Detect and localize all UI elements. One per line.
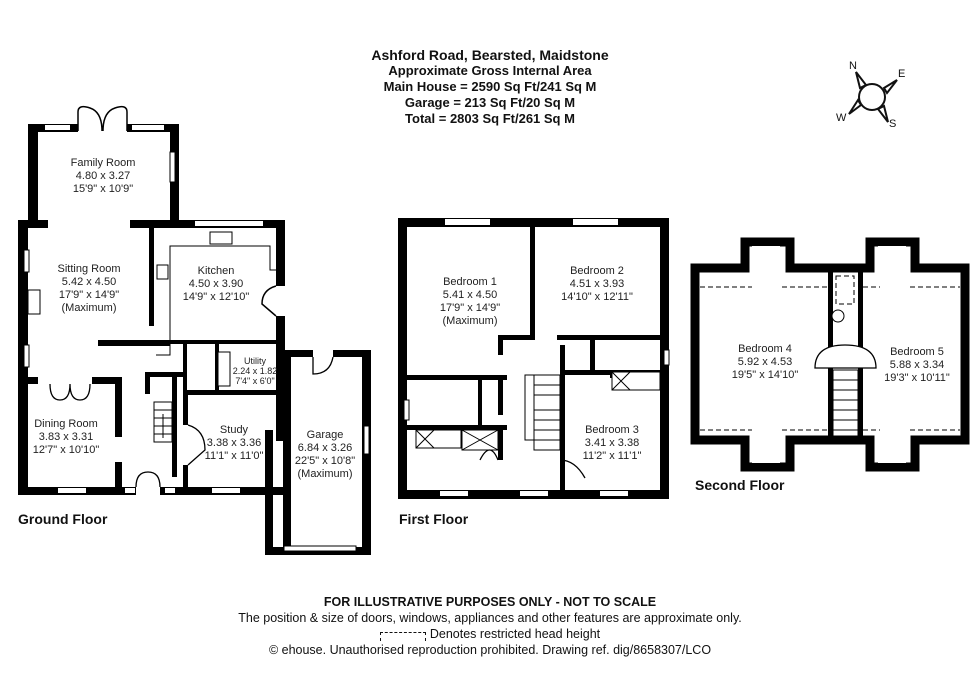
compass-icon [848, 71, 898, 123]
ground-floor-plan [18, 105, 371, 555]
main-house-area: Main House = 2590 Sq Ft/241 Sq M [383, 79, 597, 94]
copyright-text: © ehouse. Unauthorised reproduction proh… [268, 643, 712, 657]
approximation-note: The position & size of doors, windows, a… [238, 611, 742, 625]
total-area: Total = 2803 Sq Ft/261 Sq M [405, 111, 575, 126]
area-subtitle: Approximate Gross Internal Area [388, 63, 592, 78]
first-floor-plan [398, 218, 670, 499]
disclaimer-text: FOR ILLUSTRATIVE PURPOSES ONLY - NOT TO … [323, 595, 657, 609]
compass-east-label: E [898, 68, 906, 80]
dashed-line-icon [379, 632, 426, 642]
compass-north-label: N [849, 60, 857, 72]
legend-text: Denotes restricted head height [429, 627, 601, 641]
plan-header: Ashford Road, Bearsted, Maidstone Approx… [0, 47, 980, 127]
plan-footer: FOR ILLUSTRATIVE PURPOSES ONLY - NOT TO … [0, 594, 980, 658]
compass-west-label: W [836, 112, 847, 124]
garage-area: Garage = 213 Sq Ft/20 Sq M [404, 95, 576, 110]
property-address: Ashford Road, Bearsted, Maidstone [371, 47, 609, 63]
floor-label-ground: Ground Floor [18, 511, 108, 527]
floor-label-first: First Floor [399, 511, 469, 527]
head-height-legend: Denotes restricted head height [0, 626, 980, 642]
second-floor-plan [690, 237, 970, 472]
floor-label-second: Second Floor [695, 477, 785, 493]
compass-south-label: S [889, 118, 897, 130]
